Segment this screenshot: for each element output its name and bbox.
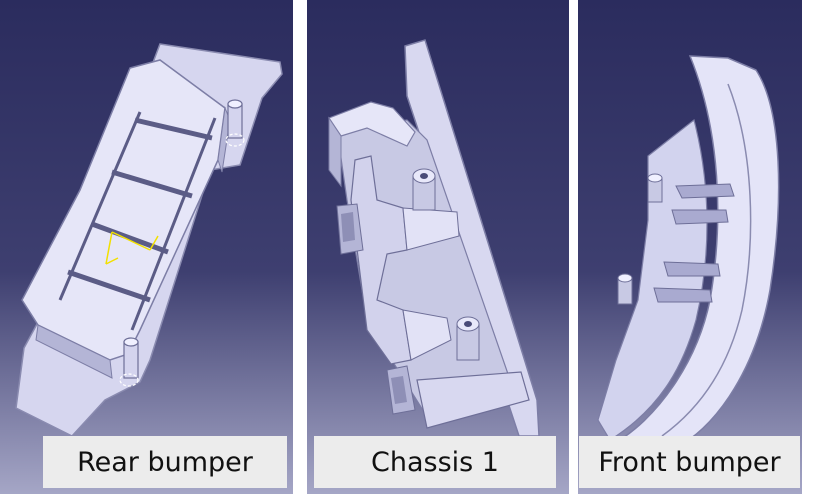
pin-top-right xyxy=(225,99,245,147)
caption-front-bumper: Front bumper xyxy=(579,436,800,488)
front-pin-lower xyxy=(617,273,633,305)
front-pin-upper xyxy=(647,173,663,203)
viewport-chassis-1[interactable] xyxy=(307,0,569,494)
caption-rear-bumper: Rear bumper xyxy=(43,436,287,488)
chassis-clip-upper xyxy=(336,203,364,255)
rear-bumper-render xyxy=(0,0,293,494)
viewport-front-bumper[interactable] xyxy=(578,0,802,494)
caption-chassis-1: Chassis 1 xyxy=(314,436,556,488)
front-bumper-render xyxy=(578,0,802,494)
pin-bottom-left xyxy=(119,337,139,387)
chassis-boss-upper xyxy=(412,168,436,211)
chassis-render xyxy=(307,0,569,494)
axis-marker-icon xyxy=(105,231,159,265)
viewport-rear-bumper[interactable] xyxy=(0,0,293,494)
chassis-clip-lower xyxy=(386,365,416,415)
front-bumper-ribs xyxy=(653,183,735,303)
chassis-boss-lower xyxy=(456,316,480,361)
